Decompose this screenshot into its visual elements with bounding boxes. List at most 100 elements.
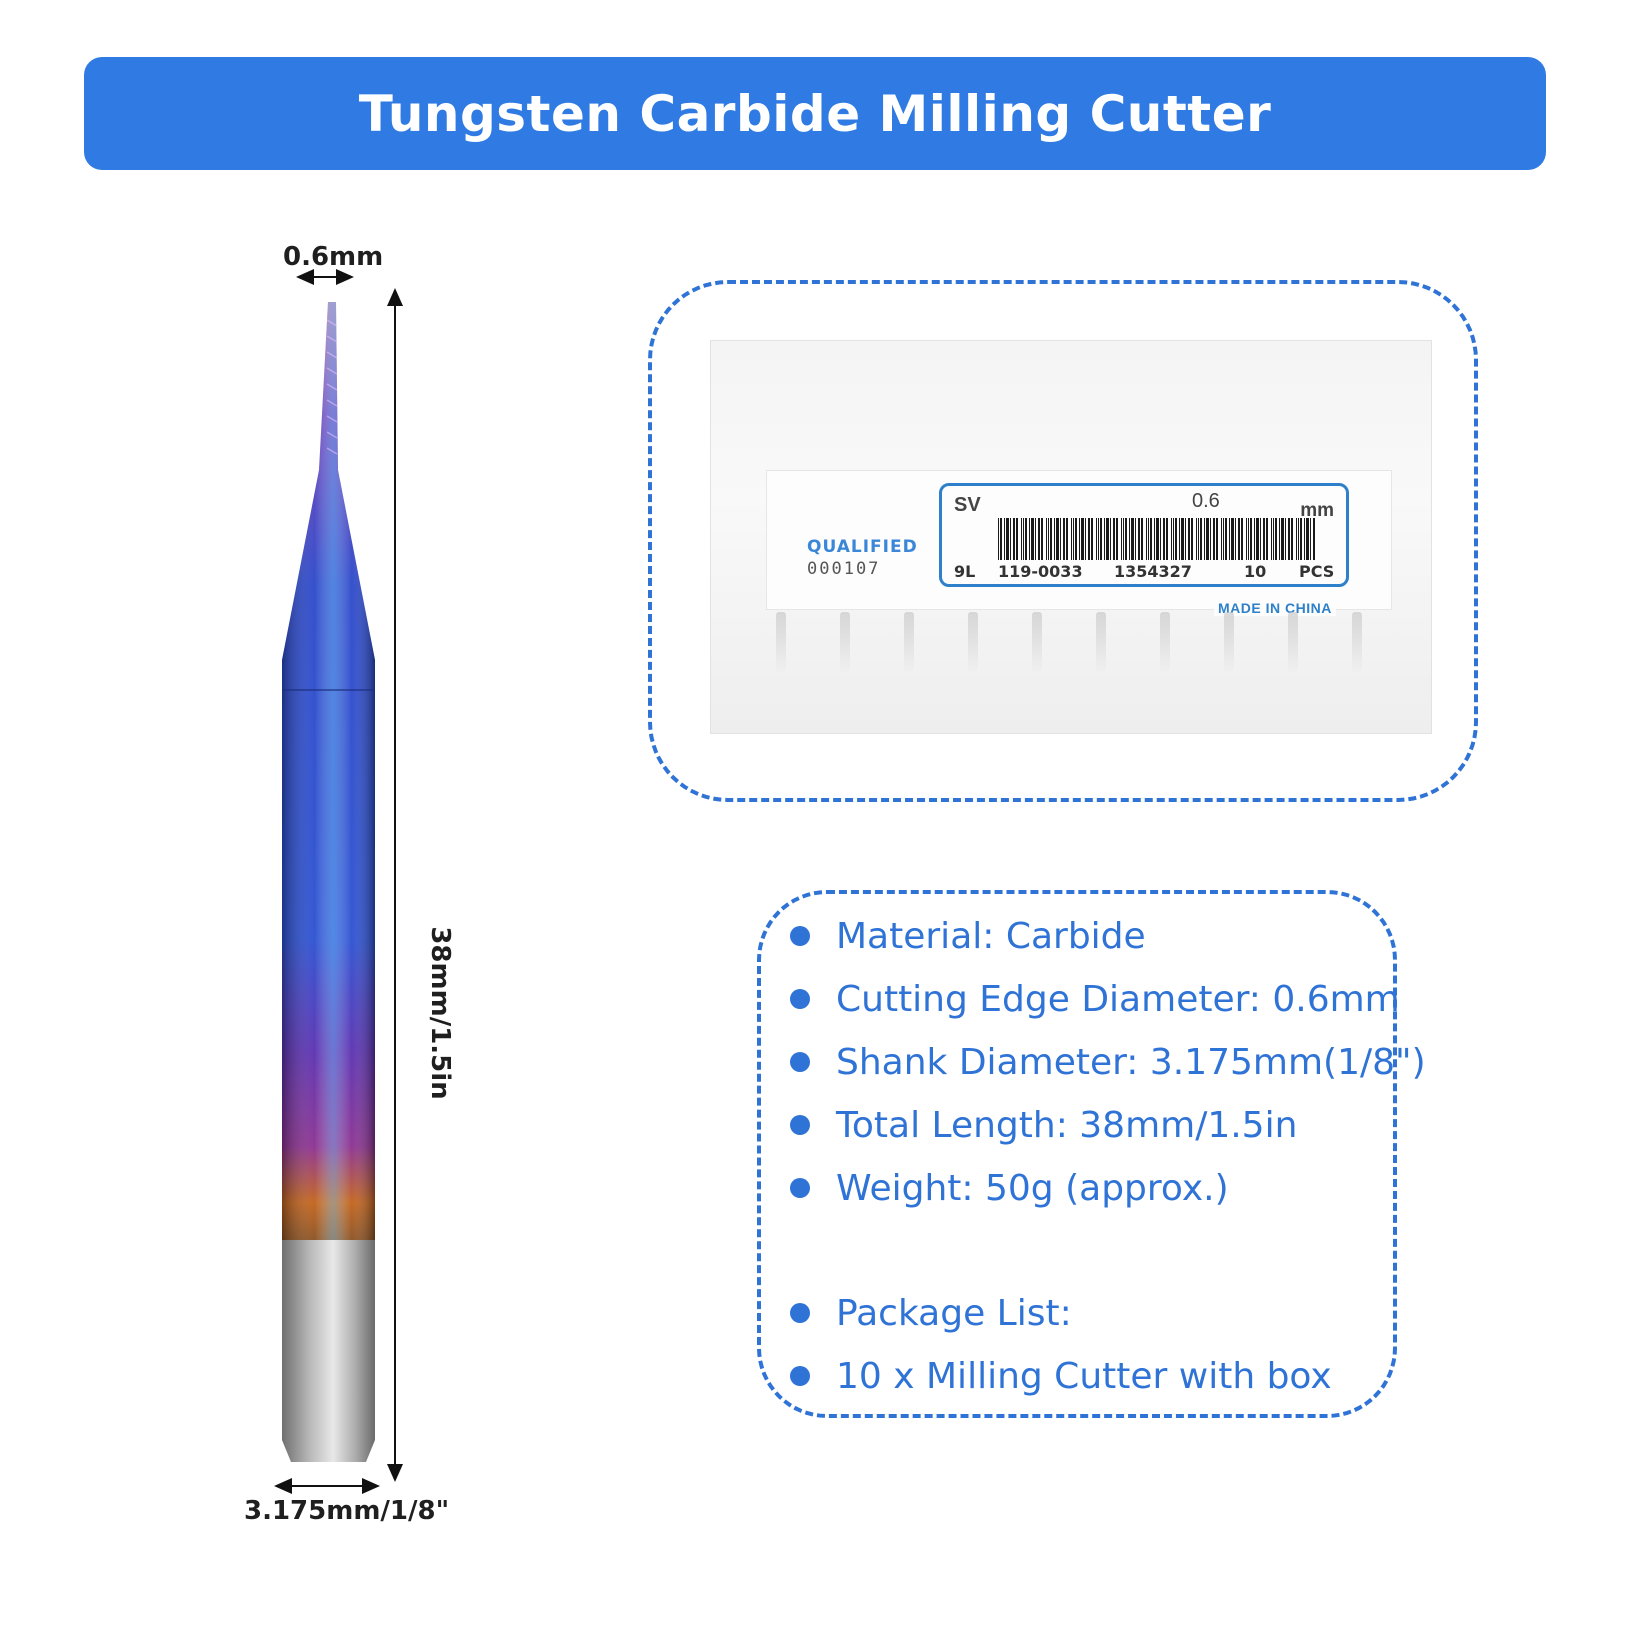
qualified-number: 000107 — [807, 559, 881, 579]
quantity: 10 — [1244, 562, 1267, 581]
barcode-bar — [1000, 518, 1002, 560]
barcode-bar — [1304, 518, 1305, 560]
package-photo-frame — [648, 280, 1478, 802]
barcode-bar — [1048, 518, 1049, 560]
barcode-bar — [1216, 518, 1218, 560]
barcode-bar — [1285, 518, 1286, 560]
barcode-bar — [1173, 518, 1174, 560]
barcode-bar — [1231, 518, 1234, 560]
cutter-slot — [968, 612, 978, 672]
barcode-bar — [1163, 518, 1165, 560]
spec-material: Material: Carbide — [790, 916, 1146, 957]
barcode-bar — [1116, 518, 1118, 560]
barcode-bar — [1223, 518, 1224, 560]
bullet-icon — [790, 1366, 810, 1386]
barcode-bar — [1281, 518, 1284, 560]
barcode-bar — [1029, 518, 1030, 560]
bullet-icon — [790, 1115, 810, 1135]
barcode-bar — [1066, 518, 1068, 560]
barcode-bar — [1171, 518, 1172, 560]
barcode-bar — [1106, 518, 1109, 560]
barcode-bar — [1150, 518, 1152, 560]
barcode-bar — [1056, 518, 1059, 560]
barcode-bar — [1196, 518, 1197, 560]
barcode-bar — [1271, 518, 1272, 560]
barcode-bar — [1185, 518, 1186, 560]
barcode-bar — [1154, 518, 1155, 560]
barcode-bar — [1291, 518, 1293, 560]
page-title: Tungsten Carbide Milling Cutter — [358, 84, 1272, 143]
spec-shank-diameter: Shank Diameter: 3.175mm(1/8") — [790, 1042, 1426, 1083]
barcode-bar — [1204, 518, 1205, 560]
tip-diameter-label: 0.6mm — [283, 242, 384, 272]
barcode-bar — [1104, 518, 1105, 560]
barcode-bar — [1060, 518, 1061, 560]
bullet-icon — [790, 989, 810, 1009]
barcode-bar — [1148, 518, 1149, 560]
barcode-bar — [1121, 518, 1122, 560]
barcode-bar — [1235, 518, 1236, 560]
barcode-bar — [1050, 518, 1052, 560]
barcode-bar — [1181, 518, 1184, 560]
barcode — [998, 518, 1315, 560]
barcode-bar — [1300, 518, 1302, 560]
barcode-bar — [1279, 518, 1280, 560]
barcode-bar — [1221, 518, 1222, 560]
barcode-bar — [1021, 518, 1022, 560]
barcode-bar — [1210, 518, 1211, 560]
barcode-bar — [1156, 518, 1159, 560]
barcode-bar — [1275, 518, 1277, 560]
product-sticker: SV 0.6 mm 9L 119-0033 1354327 10 PCS MAD… — [939, 483, 1349, 616]
barcode-bar — [1096, 518, 1097, 560]
spec-total-length: Total Length: 38mm/1.5in — [790, 1105, 1297, 1146]
barcode-bar — [1113, 518, 1115, 560]
barcode-bar — [1229, 518, 1230, 560]
barcode-bar — [1023, 518, 1024, 560]
cutter-slot — [1096, 612, 1106, 672]
barcode-bar — [998, 518, 999, 560]
barcode-bar — [1160, 518, 1161, 560]
barcode-bar — [1256, 518, 1259, 560]
bullet-icon — [790, 1052, 810, 1072]
barcode-bar — [1250, 518, 1252, 560]
barcode-bar — [1238, 518, 1240, 560]
barcode-bar — [1135, 518, 1136, 560]
barcode-bar — [1098, 518, 1099, 560]
barcode-bar — [1198, 518, 1199, 560]
barcode-bar — [1031, 518, 1034, 560]
cutter-slot — [1224, 612, 1234, 672]
barcode-bar — [1013, 518, 1015, 560]
bullet-icon — [790, 1178, 810, 1198]
barcode-bar — [1213, 518, 1215, 560]
spec-cutting-edge-diameter: Cutting Edge Diameter: 0.6mm — [790, 979, 1400, 1020]
barcode-bar — [1246, 518, 1247, 560]
barcode-bar — [1263, 518, 1265, 560]
cutter-slot — [904, 612, 914, 672]
barcode-bar — [1175, 518, 1177, 560]
origin-text: MADE IN CHINA — [1214, 600, 1336, 616]
code-model: 119-0033 — [998, 562, 1083, 581]
barcode-bar — [1191, 518, 1193, 560]
barcode-bar — [1123, 518, 1124, 560]
barcode-bar — [1125, 518, 1127, 560]
barcode-bar — [1306, 518, 1309, 560]
qualified-text: QUALIFIED — [807, 537, 918, 557]
barcode-bar — [1110, 518, 1111, 560]
barcode-bar — [1025, 518, 1027, 560]
title-banner: Tungsten Carbide Milling Cutter — [84, 57, 1546, 170]
barcode-bar — [1035, 518, 1036, 560]
cutter-slot — [776, 612, 786, 672]
shank-diameter-label: 3.175mm/1/8" — [244, 1496, 450, 1526]
barcode-bar — [1146, 518, 1147, 560]
cutter-slot — [1032, 612, 1042, 672]
barcode-bar — [1006, 518, 1009, 560]
barcode-bar — [1310, 518, 1311, 560]
barcode-bar — [1079, 518, 1080, 560]
barcode-bar — [1075, 518, 1077, 560]
barcode-bar — [1081, 518, 1084, 560]
barcode-bar — [1016, 518, 1018, 560]
barcode-bar — [1266, 518, 1268, 560]
barcode-bar — [1054, 518, 1055, 560]
barcode-bar — [1225, 518, 1227, 560]
